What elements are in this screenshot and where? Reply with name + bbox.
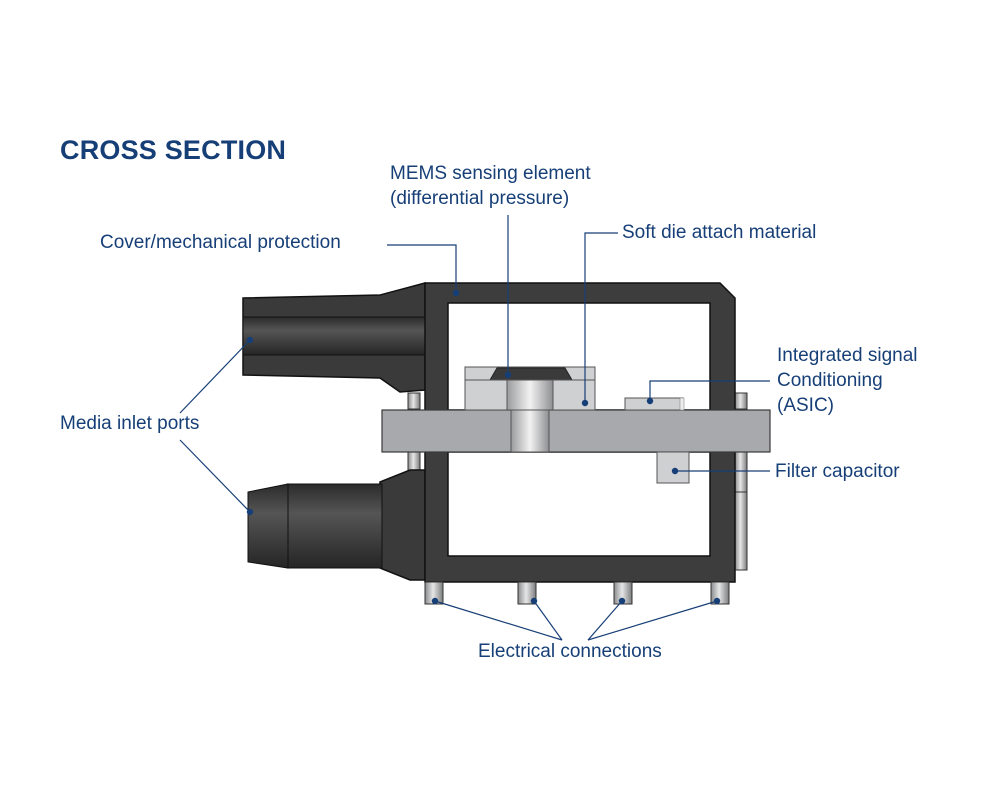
leader-elec-2 (533, 600, 563, 641)
lower-inlet-port (247, 469, 426, 581)
label-media-inlet-ports: Media inlet ports (60, 413, 200, 434)
leader-soft-die (584, 232, 618, 403)
leader-dots (246, 289, 721, 605)
leader-elec-1 (434, 600, 563, 641)
label-asic-line1: Integrated signal (777, 345, 918, 366)
leader-lines (179, 215, 770, 641)
label-cover-protection: Cover/mechanical protection (100, 232, 341, 253)
label-soft-die-attach: Soft die attach material (622, 222, 817, 243)
asic-chip (624, 397, 685, 411)
leader-media-lower (179, 439, 251, 513)
filter-capacitor (656, 451, 690, 484)
diagram-title: CROSS SECTION (60, 135, 287, 165)
label-mems-line1: MEMS sensing element (390, 163, 591, 184)
pcb-substrate (381, 409, 771, 453)
label-electrical-connections: Electrical connections (478, 641, 662, 662)
electrical-connection-pins (424, 581, 730, 605)
label-asic-line3: (ASIC) (777, 395, 834, 416)
label-filter-capacitor: Filter capacitor (775, 461, 900, 482)
leader-cover (387, 244, 457, 293)
leader-asic (649, 380, 770, 401)
mems-sensing-element (464, 366, 596, 411)
upper-inlet-port (242, 282, 447, 393)
leader-media-upper (179, 339, 251, 414)
leader-elec-3 (587, 600, 623, 641)
leader-elec-4 (587, 600, 718, 641)
label-asic-line2: Conditioning (777, 370, 883, 391)
label-mems-line2: (differential pressure) (390, 188, 570, 209)
